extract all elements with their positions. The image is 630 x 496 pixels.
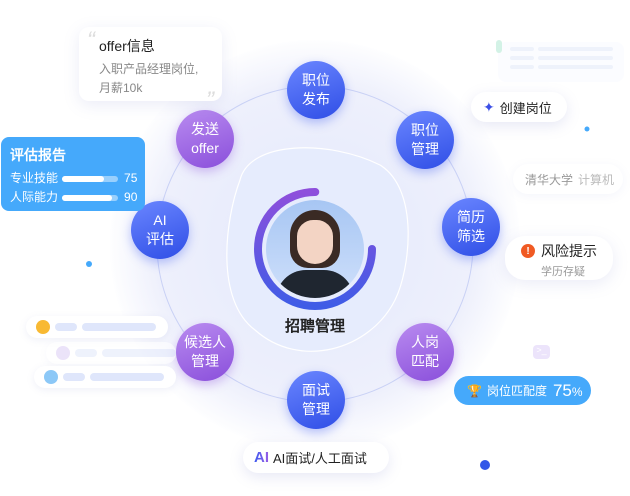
risk-title: 风险提示 [541, 243, 597, 259]
skill-bar [62, 175, 119, 182]
node-label: 管理 [302, 401, 330, 417]
node-job-manage[interactable]: 职位管理 [396, 111, 454, 169]
risk-subtitle: 学历存疑 [541, 266, 585, 278]
candidate-row[interactable] [46, 342, 176, 364]
major-name: 计算机 [578, 172, 615, 187]
offer-card-line2: 月薪10k [99, 81, 143, 95]
node-label: 发布 [302, 91, 330, 107]
create-job-button[interactable]: ✦创建岗位 [471, 92, 567, 122]
node-label: 筛选 [457, 228, 485, 244]
offer-card-title: offer信息 [99, 38, 155, 54]
node-candidate-manage[interactable]: 候选人管理 [176, 323, 234, 381]
risk-alert-card: ! 风险提示 学历存疑 [505, 236, 613, 280]
evaluation-report-card: 评估报告 专业技能 75 人际能力 90 [1, 137, 145, 211]
report-value: 75 [124, 171, 138, 185]
school-tag: 清华大学计算机 [513, 164, 623, 194]
node-send-offer[interactable]: 发送 offer [176, 110, 234, 168]
quote-close-icon: ” [206, 87, 214, 114]
node-label: offer [191, 140, 219, 156]
offer-info-card: “ offer信息 入职产品经理岗位, 月薪10k ” [79, 27, 222, 114]
node-label: 职位 [411, 122, 439, 138]
avatar [266, 200, 364, 298]
node-label: AI [153, 212, 167, 228]
node-label: 发送 [191, 121, 219, 137]
document-placeholder [498, 42, 624, 82]
node-label: 管理 [411, 141, 439, 157]
offer-card-line1: 入职产品经理岗位, [99, 62, 199, 76]
node-label: 候选人 [184, 334, 226, 350]
node-label: 匹配 [411, 353, 439, 369]
node-job-match[interactable]: 人岗匹配 [396, 323, 454, 381]
school-name: 清华大学 [525, 172, 574, 187]
progress-ring [253, 187, 377, 311]
skill-bar [62, 194, 119, 201]
match-unit: % [571, 385, 583, 399]
report-label: 专业技能 [10, 171, 59, 185]
node-label: 人岗 [411, 334, 439, 350]
center-title: 招聘管理 [284, 318, 345, 335]
node-interview-manage[interactable]: 面试管理 [287, 371, 345, 429]
node-label: 面试 [302, 382, 330, 398]
match-label: 岗位匹配度 [486, 384, 547, 398]
interview-mode-pill[interactable]: AI AI面试/人工面试 [243, 442, 389, 473]
create-job-label: 创建岗位 [499, 100, 552, 116]
interview-mode-label: AI面试/人工面试 [273, 451, 367, 466]
report-row: 专业技能 75 [10, 169, 145, 188]
node-label: 管理 [191, 353, 219, 369]
chat-bubble-icon: >_ [533, 345, 550, 359]
node-job-publish[interactable]: 职位发布 [287, 61, 345, 119]
pin-icon [496, 40, 502, 53]
alert-icon: ! [521, 244, 535, 258]
node-label: 评估 [146, 231, 174, 247]
match-value: 75 [552, 380, 572, 400]
sparkle-icon: ✦ [483, 98, 495, 115]
match-score-badge: 🏆 岗位匹配度 75% [454, 376, 591, 405]
candidate-row[interactable] [34, 366, 176, 388]
node-label: 简历 [457, 209, 485, 225]
quote-open-icon: “ [87, 27, 95, 54]
trophy-icon: 🏆 [467, 383, 482, 398]
report-label: 人际能力 [10, 190, 59, 204]
node-ai-evaluate[interactable]: AI 评估 [131, 201, 189, 259]
candidate-row[interactable] [26, 316, 168, 338]
ai-logo-icon: AI [254, 449, 269, 466]
report-title: 评估报告 [10, 147, 66, 163]
report-row: 人际能力 90 [10, 188, 145, 207]
node-label: 职位 [302, 72, 330, 88]
node-resume-screen[interactable]: 简历筛选 [442, 198, 500, 256]
report-value: 90 [124, 190, 138, 204]
